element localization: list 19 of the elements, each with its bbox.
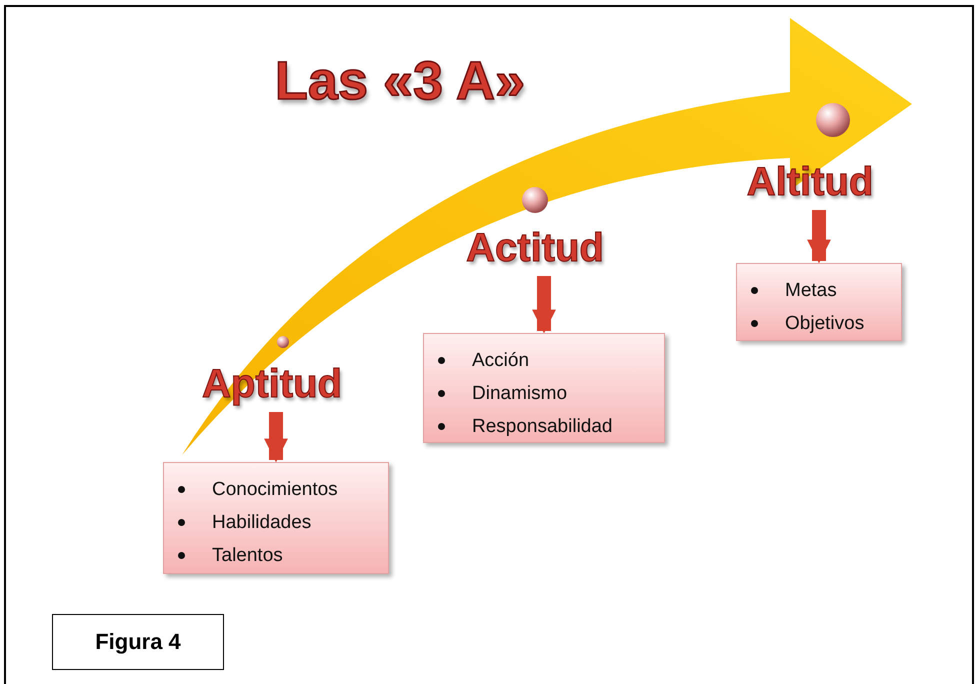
figure-label-box [52,614,224,670]
list-item: Habilidades [212,511,312,535]
title: Las «3 A» [274,50,526,112]
down-arrow [264,412,288,462]
figure-label: Figura 4 [95,629,181,655]
bullet-list-box [423,333,665,443]
bullet-list-box [163,462,389,574]
list-item: Talentos [212,544,283,568]
list-item: Responsabilidad [472,415,612,439]
list-item: Metas [785,279,837,303]
heading: Actitud [440,226,630,272]
heading: Altitud [722,160,898,206]
list-item: Conocimientos [212,478,338,502]
list-item: Acción [472,349,530,373]
down-arrow [807,210,831,264]
bullet-list-box [736,263,902,341]
list-item: Objetivos [785,312,864,336]
down-arrow [532,276,556,334]
list-item: Dinamismo [472,382,568,406]
